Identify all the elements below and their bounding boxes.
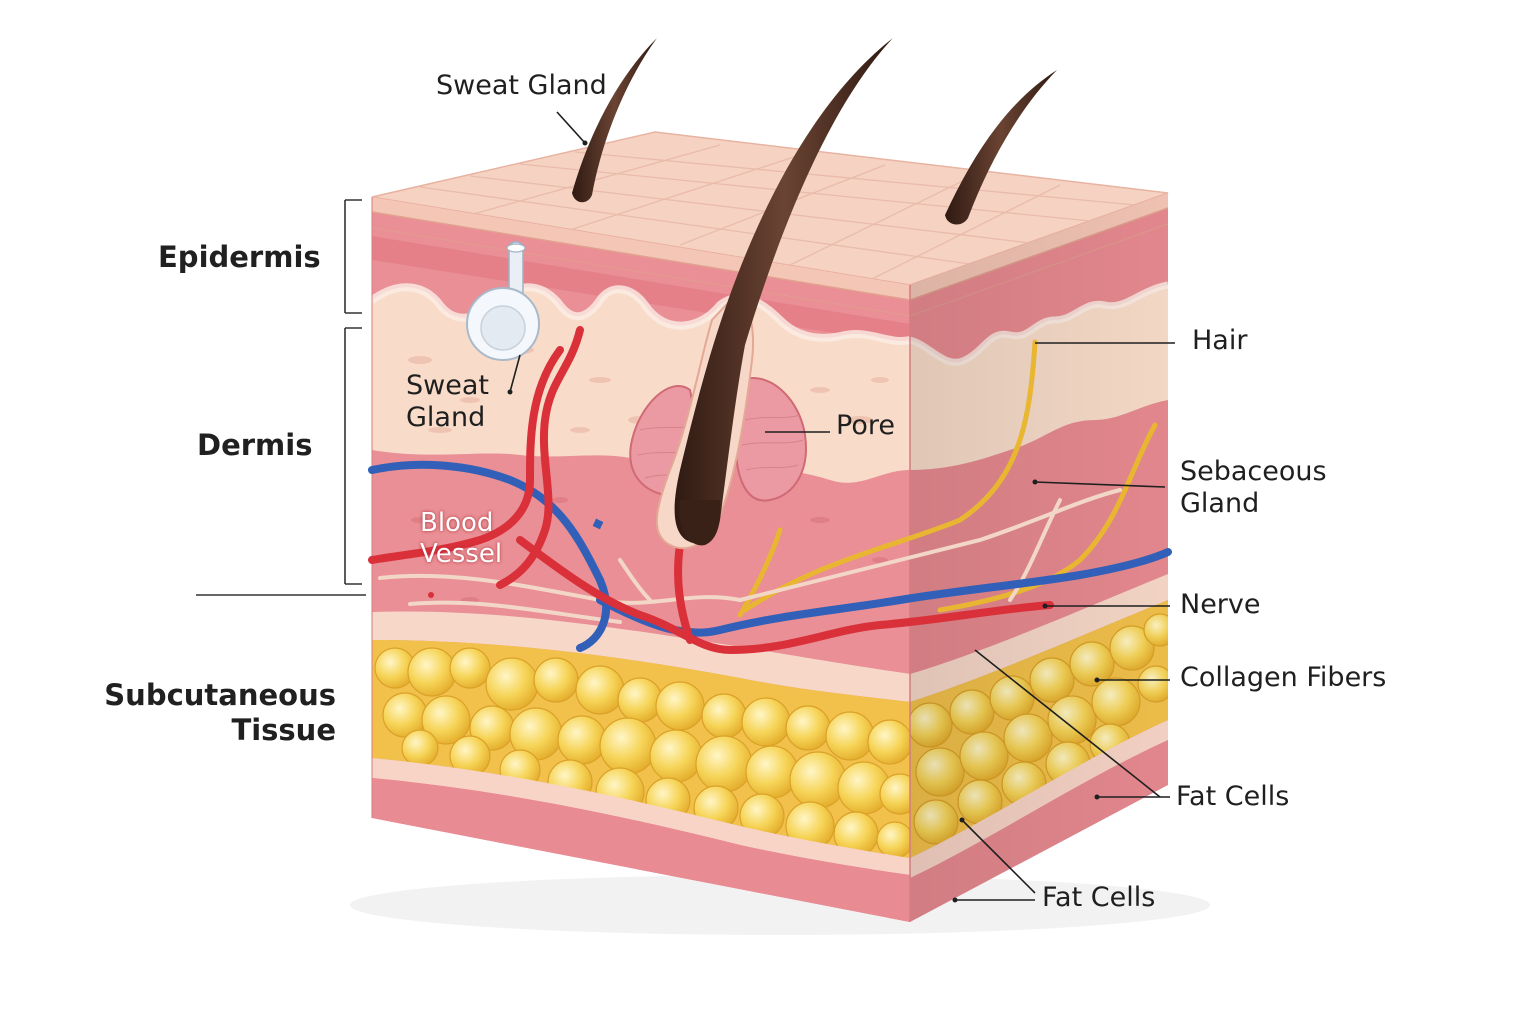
- nerve-label: Nerve: [1180, 589, 1261, 620]
- front-face: [372, 197, 910, 922]
- blood-vessel-label: Blood Vessel: [420, 508, 503, 570]
- pore-label: Pore: [836, 410, 895, 441]
- artery-red: [368, 326, 1054, 655]
- sweat-gland-top-label: Sweat Gland: [436, 70, 607, 101]
- sweat-gland-duct: [466, 241, 540, 361]
- fat-cells-bottom-label: Fat Cells: [1042, 882, 1156, 913]
- subcutaneous-tissue-label: Subcutaneous Tissue: [104, 678, 336, 747]
- epidermis-bracket: [344, 199, 362, 314]
- dermis-label: Dermis: [197, 428, 313, 462]
- hair-shaft-right: [945, 70, 1057, 225]
- leader-dots: [507, 140, 1100, 903]
- leader-lines: [509, 111, 1175, 901]
- connective-band-front: [372, 611, 910, 702]
- floor-shadow: [350, 875, 1210, 935]
- epidermis-label: Epidermis: [158, 240, 321, 274]
- fat-cells-front: [374, 647, 910, 859]
- hair-label: Hair: [1192, 325, 1248, 356]
- collagen-fibers-label: Collagen Fibers: [1180, 662, 1387, 693]
- sweat-gland-inner-label: Sweat Gland: [406, 370, 489, 434]
- sebaceous-gland-right: [734, 377, 807, 502]
- hair-bulb: [679, 500, 721, 546]
- nerve-fibers: [737, 339, 1158, 618]
- dermis-bracket: [344, 327, 362, 585]
- hair-shaft-left: [572, 38, 657, 203]
- sebaceous-gland-label: Sebaceous Gland: [1180, 456, 1327, 520]
- side-face: [910, 193, 1168, 922]
- fat-cells-right-label: Fat Cells: [1176, 781, 1290, 812]
- hair-shaft-main: [674, 38, 893, 544]
- skin-surface-grid: [419, 144, 1136, 281]
- layer-brackets: [196, 199, 366, 596]
